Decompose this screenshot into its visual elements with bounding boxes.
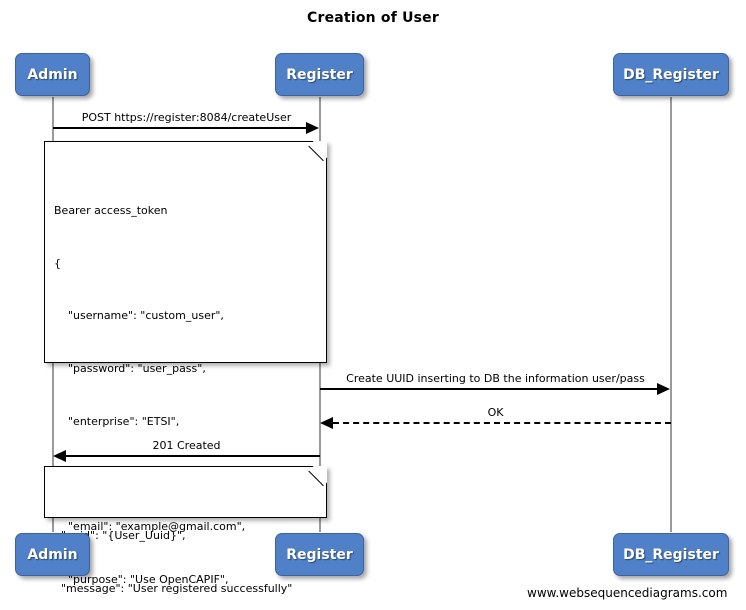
message-arrowhead-201-created	[53, 450, 66, 462]
note-request-line-7: "purpose": "Use OpenCAPIF",	[54, 573, 229, 587]
note-fold-icon	[307, 141, 327, 161]
participant-admin-top[interactable]: Admin	[15, 53, 90, 96]
message-arrowhead-create-uuid	[657, 383, 670, 395]
message-label-create-uuid: Create UUID inserting to DB the informat…	[346, 372, 645, 385]
note-request-line-1: {	[54, 256, 61, 270]
message-arrowhead-post-create-user	[306, 122, 319, 134]
participant-db-register-top-label: DB_Register	[623, 66, 719, 83]
note-request-line-3: "password": "user_pass",	[54, 362, 206, 376]
note-request-line-0: Bearer access_token	[54, 203, 168, 217]
note-request-line-2: "username": "custom_user",	[54, 309, 224, 323]
note-fold-icon	[307, 466, 327, 486]
message-arrowhead-ok	[320, 417, 333, 429]
message-label-post-create-user: POST https://register:8084/createUser	[81, 111, 292, 124]
participant-admin-bottom-label: Admin	[27, 546, 78, 563]
page-title: Creation of User	[307, 10, 439, 26]
footer-credit: www.websequencediagrams.com	[527, 586, 728, 600]
message-label-ok: OK	[487, 406, 504, 419]
participant-db-register-bottom[interactable]: DB_Register	[613, 533, 729, 576]
note-response-body: "uuid": "{User_Uuid}", "message": "User …	[44, 466, 327, 595]
lifeline-db-register	[670, 97, 672, 532]
note-request-line-6: "email": "example@gmail.com",	[54, 520, 246, 534]
note-request-body: Bearer access_token { "username": "custo…	[44, 141, 327, 586]
message-line-post-create-user	[53, 127, 307, 129]
participant-db-register-top[interactable]: DB_Register	[613, 53, 729, 96]
participant-db-register-bottom-label: DB_Register	[623, 546, 719, 563]
participant-admin-bottom[interactable]: Admin	[15, 533, 90, 576]
message-label-201-created: 201 Created	[152, 439, 221, 452]
participant-register-top-label: Register	[286, 66, 353, 83]
participant-register-bottom[interactable]: Register	[275, 533, 364, 576]
message-line-create-uuid	[320, 388, 658, 390]
message-line-ok	[333, 422, 671, 424]
participant-admin-top-label: Admin	[27, 66, 78, 83]
note-request-line-4: "enterprise": "ETSI",	[54, 414, 180, 428]
participant-register-bottom-label: Register	[286, 546, 353, 563]
participant-register-top[interactable]: Register	[275, 53, 364, 96]
message-line-201-created	[66, 455, 320, 457]
note-response-line-1: "message": "User registered successfully…	[54, 581, 293, 595]
